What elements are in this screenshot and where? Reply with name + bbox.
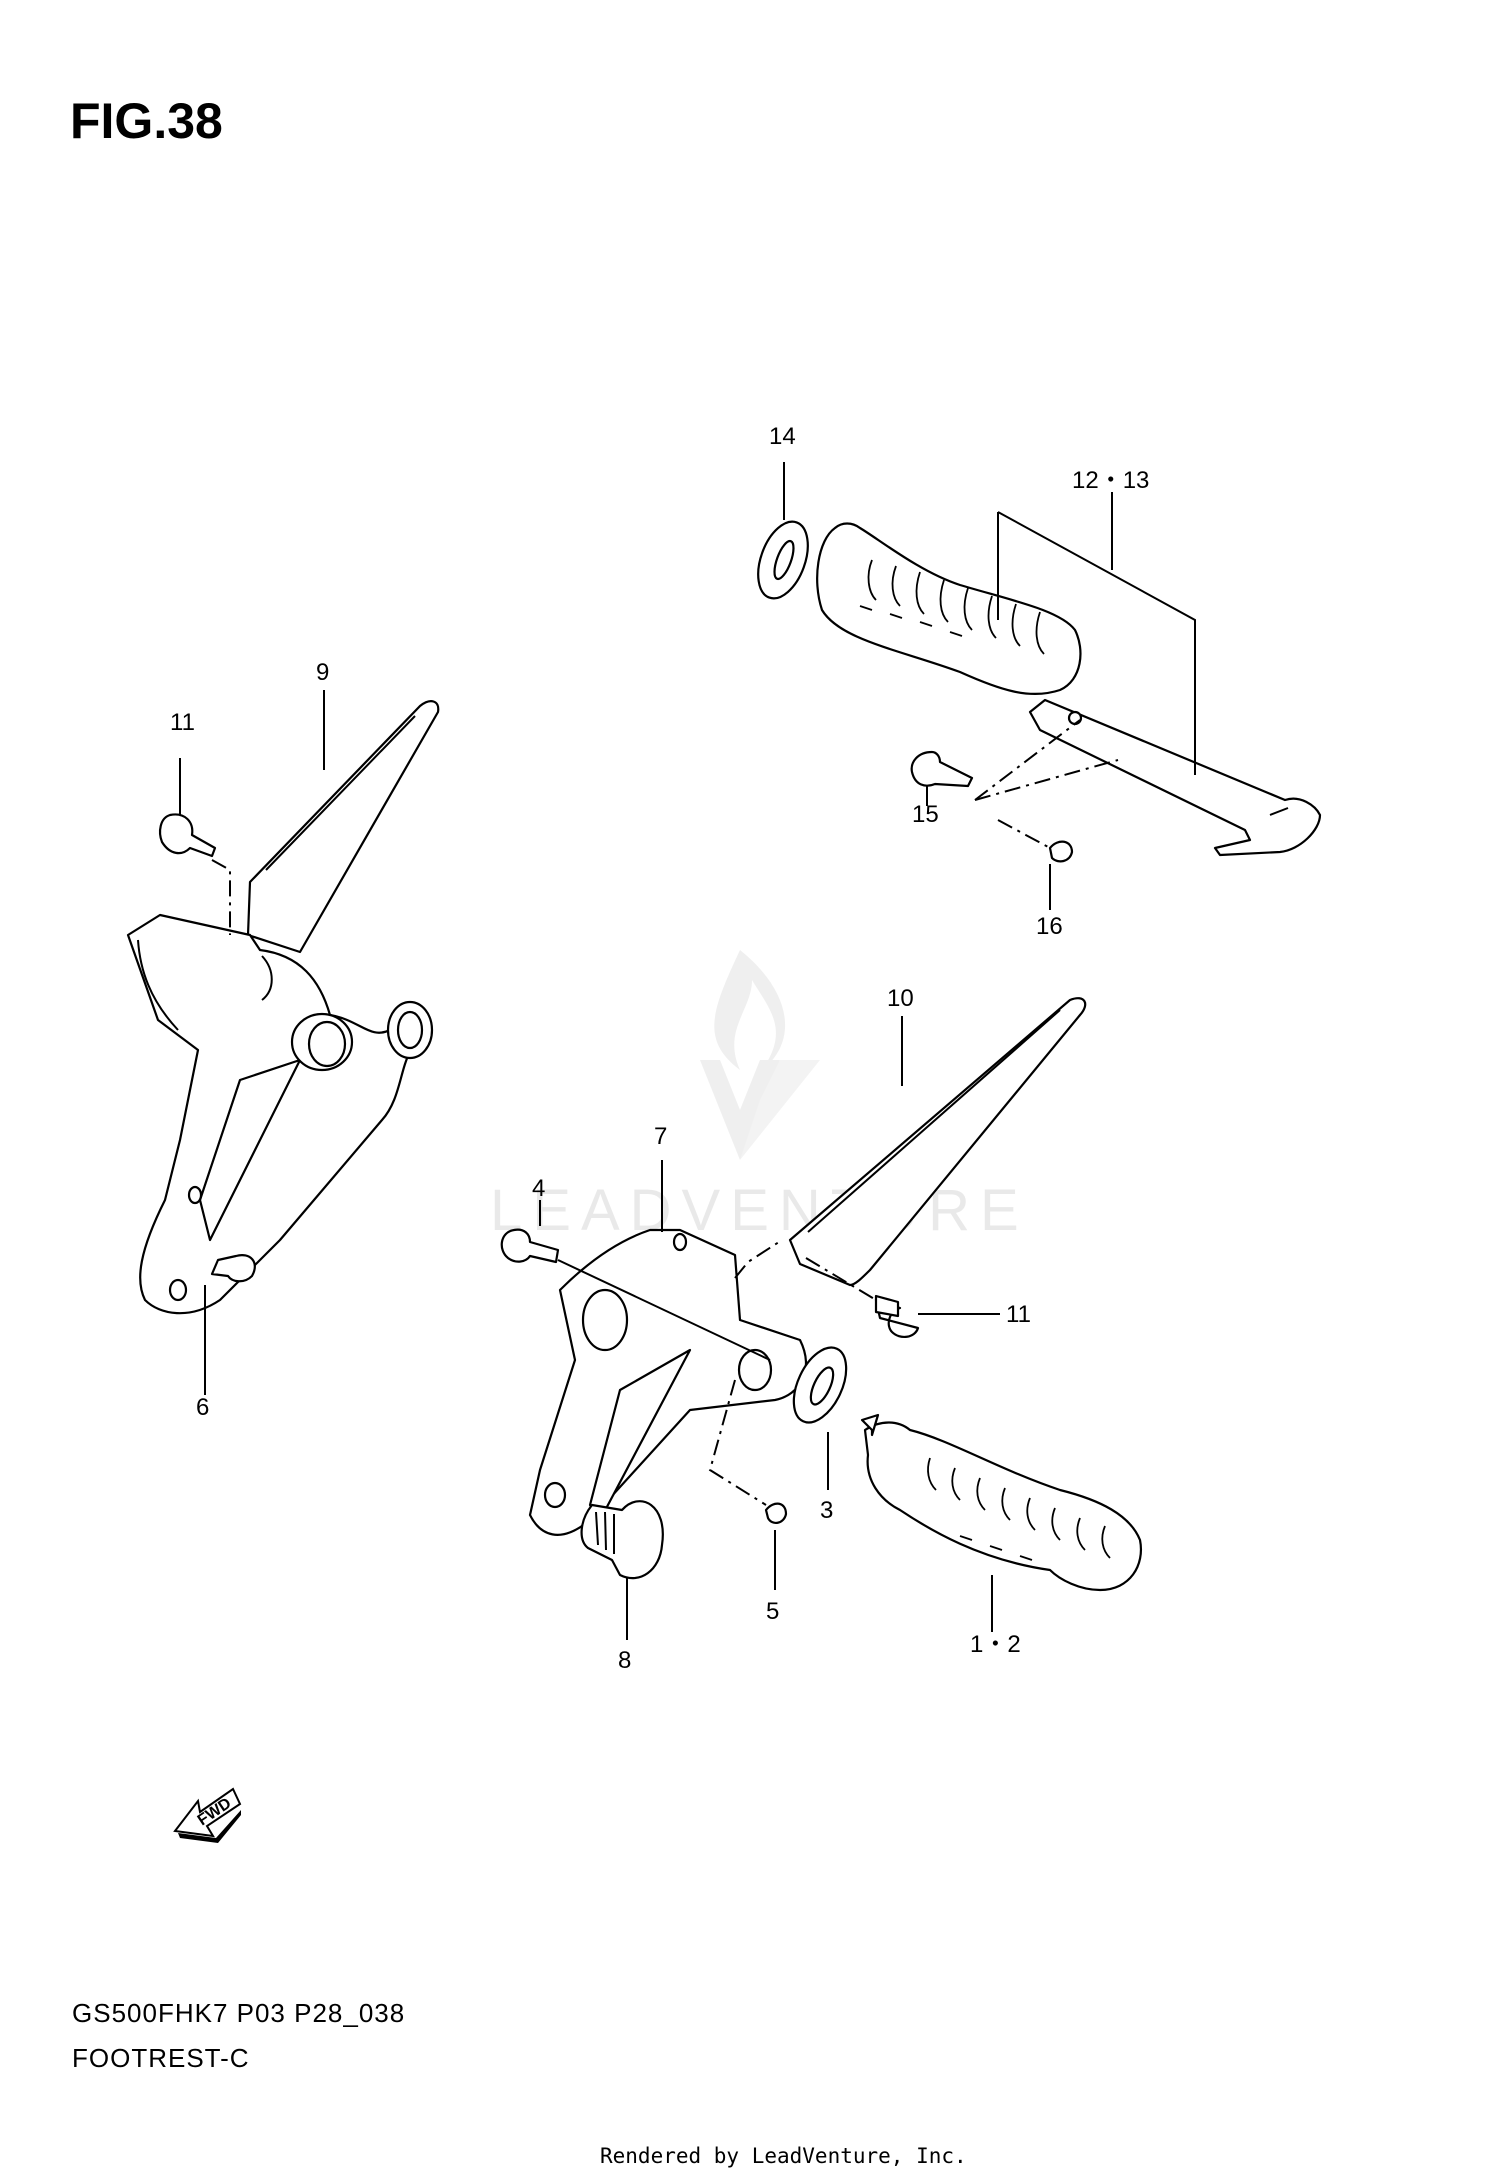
heel-guard-9 [246, 700, 440, 954]
bolt-11-right [874, 1294, 920, 1338]
callout-8: 8 [618, 1647, 631, 1674]
clip-5 [764, 1502, 788, 1524]
callout-15: 15 [912, 801, 939, 828]
washer-3 [792, 1346, 848, 1424]
bolt-11-left [159, 813, 217, 858]
callout-6: 6 [196, 1394, 209, 1421]
callout-4: 4 [532, 1175, 545, 1202]
callout-11-left: 11 [170, 709, 195, 736]
model-code: GS500FHK7 P03 P28_038 [72, 1998, 406, 2028]
bolt-8 [580, 1500, 664, 1580]
callout-16: 16 [1036, 913, 1063, 940]
clip-16 [1048, 840, 1074, 863]
callout-3: 3 [820, 1497, 833, 1524]
callout-5: 5 [766, 1598, 779, 1625]
section-name: FOOTREST-C [72, 2043, 250, 2073]
footrest-rubber-12-13 [816, 522, 1082, 696]
pin-6 [210, 1254, 256, 1283]
callout-1-2: 1・2 [970, 1631, 1021, 1658]
fwd-arrow-icon: FWD [173, 1787, 242, 1843]
footrest-rubber-1-2 [860, 1413, 1143, 1592]
washer-14 [757, 520, 809, 600]
render-credit: Rendered by LeadVenture, Inc. [600, 2144, 967, 2168]
callout-10: 10 [887, 985, 914, 1012]
pin-15 [910, 750, 974, 788]
footrest-bar-12-13 [1028, 698, 1322, 857]
watermark-text: LEADVENTURE [490, 1178, 1029, 1243]
bracket-6 [126, 913, 434, 1315]
bolt-4 [500, 1228, 560, 1264]
callout-7: 7 [654, 1123, 667, 1150]
callout-9: 9 [316, 659, 329, 686]
watermark-logo: LEADVENTURE [490, 950, 1029, 1243]
figure-title: FIG.38 [70, 93, 223, 149]
callout-12-13: 12・13 [1072, 467, 1149, 494]
callout-14: 14 [769, 423, 796, 450]
bracket-7 [528, 1228, 808, 1536]
callout-11-right: 11 [1006, 1301, 1031, 1328]
